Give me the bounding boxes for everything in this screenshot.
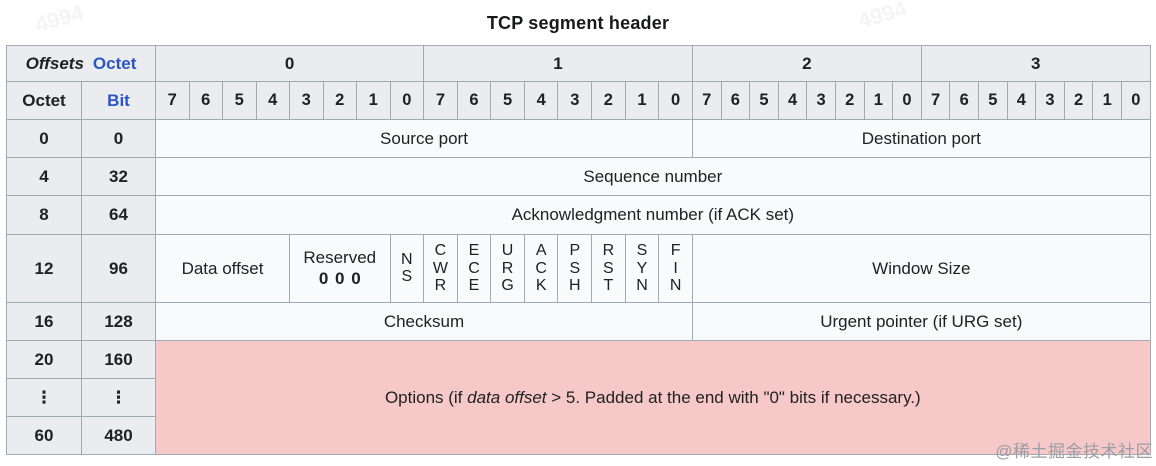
field-options: Options (if data offset > 5. Padded at t… xyxy=(155,340,1151,455)
row-60: 60 480 xyxy=(6,416,1151,455)
row-0: 0 0 Source port Destination port xyxy=(6,119,1151,158)
bit-header-cell: 3 xyxy=(1035,81,1065,120)
field-checksum: Checksum xyxy=(155,302,693,341)
bit-header-cell: 1 xyxy=(624,81,660,120)
options-text: > 5. Padded at the end with "0" bits if … xyxy=(546,387,921,407)
bit-header-cell: 7 xyxy=(691,81,722,120)
octet-header-row: Offsets Octet 0 1 2 3 xyxy=(5,45,1151,82)
octet-group-0: 0 xyxy=(155,45,425,82)
offset-bit-cell: 0 xyxy=(80,119,157,158)
bit-header-cell: 4 xyxy=(523,81,559,120)
bit-header-cell: 3 xyxy=(289,81,324,120)
bit-header-cell: 3 xyxy=(557,81,593,120)
flag-urg: U R G xyxy=(490,234,525,303)
offset-bit-cell: 160 xyxy=(80,340,157,379)
corner-offsets-octet: Offsets Octet xyxy=(5,45,157,82)
bit-header-cell: 6 xyxy=(456,81,492,120)
bit-header-cell: 5 xyxy=(490,81,525,120)
bit-header-cell: 6 xyxy=(949,81,979,120)
offset-octet-cell: 16 xyxy=(6,302,82,341)
options-text: Options (if xyxy=(384,387,468,407)
reserved-label: Reserved xyxy=(303,248,377,267)
octet-group-1: 1 xyxy=(423,45,693,82)
bit-header-cell: 1 xyxy=(356,81,391,120)
offset-octet-cell: 20 xyxy=(6,340,82,379)
offset-octet-cell: 8 xyxy=(6,195,82,235)
bit-header-cell: 0 xyxy=(892,81,922,120)
reserved-value: 0 0 0 xyxy=(318,269,361,288)
row-ellipsis: ⋮ ⋮ xyxy=(6,378,1151,417)
field-sequence-number: Sequence number xyxy=(155,157,1151,196)
bit-header-cell: 2 xyxy=(322,81,358,120)
options-text-italic: data offset xyxy=(467,387,547,407)
octet-group-2: 2 xyxy=(691,45,922,82)
flag-syn: S Y N xyxy=(624,234,660,303)
bit-header-cell: 4 xyxy=(255,81,291,120)
flag-rst: R S T xyxy=(591,234,626,303)
offset-bit-cell: 32 xyxy=(80,157,157,196)
offset-bit-cell: 96 xyxy=(80,234,157,303)
field-destination-port: Destination port xyxy=(691,119,1151,158)
bit-header-cell: 3 xyxy=(806,81,836,120)
offset-octet-cell: 12 xyxy=(6,234,82,303)
offset-octet-cell: 60 xyxy=(6,416,82,455)
row-12: 12 96 Data offset Reserved 0 0 0 N S C W… xyxy=(6,234,1151,303)
offset-bit-cell: 480 xyxy=(80,416,157,455)
octet-row-label: Octet xyxy=(6,81,82,120)
bit-header-cell: 2 xyxy=(834,81,865,120)
field-source-port: Source port xyxy=(155,119,693,158)
row-20: 20 160 Options (if data offset > 5. Padd… xyxy=(6,340,1151,455)
row-4: 4 32 Sequence number xyxy=(6,157,1151,196)
offset-bit-cell: 128 xyxy=(80,302,157,341)
bit-header-cell: 0 xyxy=(1120,81,1151,120)
bit-header-cell: 7 xyxy=(155,81,190,120)
bit-header-cell: 4 xyxy=(1006,81,1037,120)
octet-group-3: 3 xyxy=(920,45,1151,82)
flag-psh: P S H xyxy=(557,234,593,303)
bit-header-cell: 2 xyxy=(1063,81,1094,120)
bit-header-cell: 5 xyxy=(222,81,257,120)
octet-col-label: Octet xyxy=(92,53,137,73)
field-urgent-pointer: Urgent pointer (if URG set) xyxy=(691,302,1151,341)
field-reserved: Reserved 0 0 0 xyxy=(289,234,391,303)
field-data-offset: Data offset xyxy=(155,234,291,303)
bit-header-cell: 7 xyxy=(920,81,951,120)
bit-header-cell: 1 xyxy=(1092,81,1122,120)
flag-fin: F I N xyxy=(658,234,693,303)
bit-header-cell: 5 xyxy=(977,81,1008,120)
flag-ece: E C E xyxy=(456,234,492,303)
bit-header-cell: 0 xyxy=(389,81,425,120)
offset-octet-cell: 4 xyxy=(6,157,82,196)
field-acknowledgment-number: Acknowledgment number (if ACK set) xyxy=(155,195,1151,235)
offset-octet-cell: 0 xyxy=(6,119,82,158)
bit-header-cell: 0 xyxy=(658,81,693,120)
flag-ack: A C K xyxy=(523,234,559,303)
bit-row-label: Bit xyxy=(80,81,157,120)
row-16: 16 128 Checksum Urgent pointer (if URG s… xyxy=(6,302,1151,341)
bit-header-row: Octet Bit 7 6 5 4 3 2 1 0 7 6 5 4 3 2 1 … xyxy=(6,81,1151,120)
bit-header-cell: 7 xyxy=(423,81,458,120)
bit-header-cell: 2 xyxy=(591,81,626,120)
bit-header-cell: 6 xyxy=(188,81,224,120)
row-8: 8 64 Acknowledgment number (if ACK set) xyxy=(6,195,1151,235)
flag-cwr: C W R xyxy=(423,234,458,303)
field-window-size: Window Size xyxy=(691,234,1151,303)
offsets-label: Offsets xyxy=(25,53,84,73)
bit-header-cell: 6 xyxy=(720,81,751,120)
bit-header-cell: 4 xyxy=(777,81,808,120)
flag-ns: N S xyxy=(389,234,425,303)
bit-header-cell: 5 xyxy=(749,81,779,120)
page-title: TCP segment header xyxy=(486,13,670,33)
offset-bit-cell: 64 xyxy=(80,195,157,235)
bit-header-cell: 1 xyxy=(863,81,894,120)
offset-bit-ellipsis: ⋮ xyxy=(80,378,157,417)
offset-octet-ellipsis: ⋮ xyxy=(6,378,82,417)
